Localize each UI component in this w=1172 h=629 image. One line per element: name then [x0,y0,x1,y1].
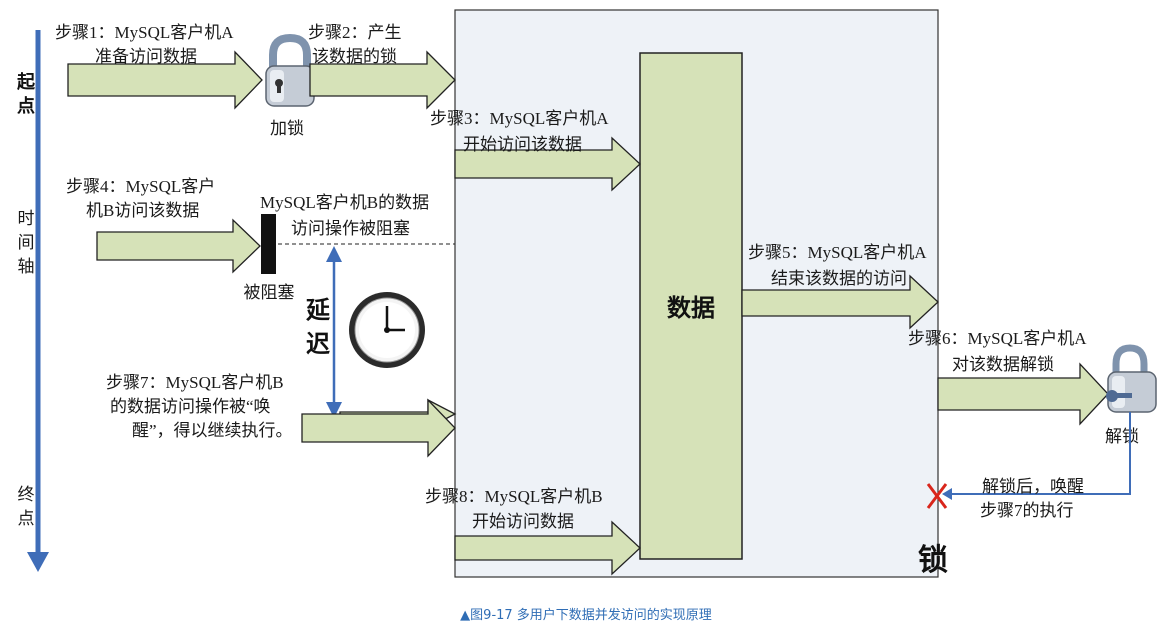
timeline-axis-label: 时 [18,209,35,228]
step2-arrow [309,50,456,110]
step5-label: 结束该数据的访问 [771,269,907,288]
wake-cross-icon [926,483,948,509]
step4-label: 步骤4：MySQL客户 [66,177,215,196]
clock-icon [349,292,425,368]
timeline-axis-label: 轴 [18,257,35,276]
step7-arrow [301,398,456,458]
timeline-arrowhead [27,552,49,572]
step7-label: 步骤7：MySQL客户机B [106,373,284,392]
lock-icon [265,33,315,107]
step3-label: 步骤3：MySQL客户机A [430,109,609,128]
wake-line [950,412,1131,495]
step4-arrow [96,218,261,274]
blocked-bar [261,214,276,274]
wake-note: 步骤7的执行 [980,501,1074,520]
delay-label: 迟 [306,330,330,358]
step2-label: 步骤2：产生 [308,23,402,42]
delay-arrowhead-down [326,402,342,418]
concurrency-diagram: 数据 锁 起 点 时 间 轴 终 点 步骤1：MySQL客户机A 准备访问数据 … [16,9,1157,578]
step7-label: 的数据访问操作被“唤 [110,397,271,416]
blocked-label: 被阻塞 [244,283,295,302]
step1-label: 步骤1：MySQL客户机A [55,23,234,42]
step5-label: 步骤5：MySQL客户机A [748,243,927,262]
delay-arrowhead-up [326,246,342,262]
timeline-start-label: 点 [17,95,35,117]
step4-label: 机B访问该数据 [86,201,199,220]
step1-label: 准备访问数据 [95,47,197,66]
unlock-icon [1106,344,1157,413]
step3-arrow [454,136,641,192]
step6-label: 对该数据解锁 [952,355,1054,374]
step6-label: 步骤6：MySQL客户机A [908,329,1087,348]
step8-arrow [454,520,641,576]
step6-arrow [937,362,1109,426]
lock-region-label: 锁 [918,543,948,578]
timeline-end-label: 点 [18,509,35,528]
step8-label: 步骤8：MySQL客户机B [425,487,603,506]
step8-label: 开始访问数据 [472,512,574,531]
timeline-start-label: 起 [16,71,36,93]
blocked-note: MySQL客户机B的数据 [260,193,429,212]
wake-note: 解锁后，唤醒 [982,477,1084,496]
lock-add-label: 加锁 [270,119,304,138]
timeline-end-label: 终 [18,485,35,504]
step2-label: 该数据的锁 [312,47,397,66]
step7-label: 醒”，得以继续执行。 [132,421,293,440]
figure-caption: ▲图9-17 多用户下数据并发访问的实现原理 [460,608,712,623]
unlock-label: 解锁 [1105,427,1139,446]
step5-arrow [741,274,939,330]
delay-label: 延 [305,296,331,324]
data-label: 数据 [667,294,715,322]
step3-label: 开始访问该数据 [463,135,582,154]
step1-arrow [67,50,263,110]
wake-line-arrowhead [942,488,952,500]
blocked-note: 访问操作被阻塞 [291,219,410,238]
timeline-axis-label: 间 [18,233,35,252]
data-block [639,52,743,560]
